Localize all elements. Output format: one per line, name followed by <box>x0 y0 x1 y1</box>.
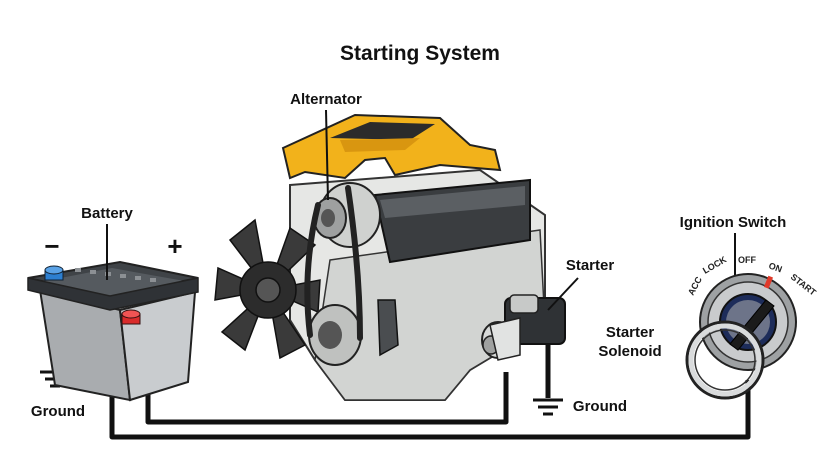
alternator-leader-line <box>325 109 329 201</box>
ignition-switch <box>685 273 797 400</box>
ignition-position-start: START <box>789 272 819 298</box>
diagram-title: Starting System <box>340 42 500 65</box>
starter-solenoid-label-line1: Starter <box>606 324 655 341</box>
ignition-position-acc: ACC <box>686 275 704 297</box>
starter-leader-line <box>547 277 579 311</box>
ignition-position-lock: LOCK <box>701 254 729 276</box>
starter-motor <box>481 294 566 361</box>
ignition-key <box>685 299 775 400</box>
battery <box>27 260 199 402</box>
ignition-switch-label: Ignition Switch <box>680 214 787 231</box>
ground-label-right: Ground <box>573 398 627 415</box>
cooling-fan <box>214 218 321 360</box>
starter-label: Starter <box>566 257 615 274</box>
ground-label-left: Ground <box>31 403 85 420</box>
negative-terminal <box>44 265 64 281</box>
positive-terminal <box>121 309 141 325</box>
drive-belt <box>304 185 363 341</box>
battery-negative-sign: − <box>44 231 59 261</box>
ground-symbol-right <box>533 398 563 416</box>
battery-positive-sign: + <box>167 231 182 261</box>
crank-pulley <box>308 304 362 366</box>
battery-label: Battery <box>81 205 133 222</box>
ignition-position-off: OFF <box>738 255 756 265</box>
ignition-on-marker <box>763 275 774 289</box>
ignition-position-on: ON <box>767 260 783 274</box>
alternator-label: Alternator <box>290 91 362 108</box>
starter-solenoid-label-line2: Solenoid <box>598 343 661 360</box>
